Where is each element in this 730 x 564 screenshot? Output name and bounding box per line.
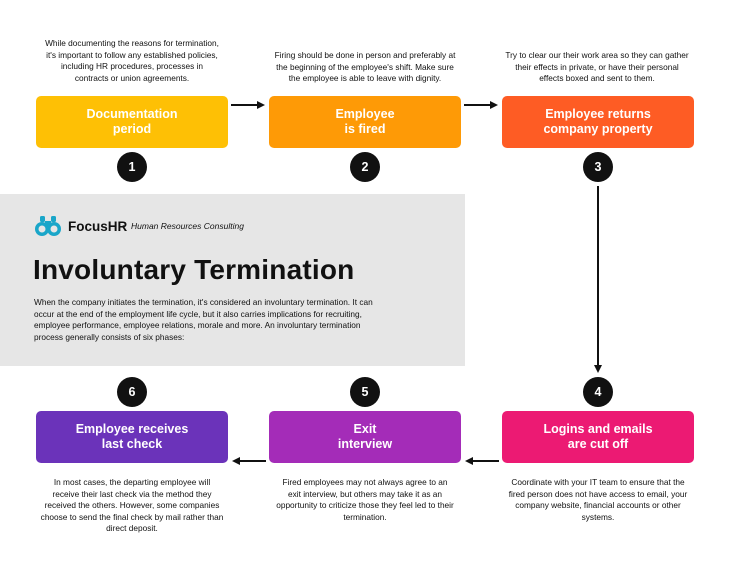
binoculars-icon bbox=[35, 216, 61, 236]
brand-separator: • bbox=[122, 222, 125, 231]
step-3-description: Try to clear our their work area so they… bbox=[505, 50, 689, 84]
step-5-description: Fired employees may not always agree to … bbox=[276, 477, 454, 522]
step-4-label: Logins and emails are cut off bbox=[543, 421, 653, 452]
step-2-description: Firing should be done in person and pref… bbox=[274, 50, 456, 84]
step-2-number: 2 bbox=[350, 152, 380, 182]
step-2-label: Employee is fired bbox=[335, 106, 395, 137]
step-4-box: Logins and emails are cut off bbox=[502, 411, 694, 463]
brand-logo bbox=[34, 215, 62, 237]
page-title: Involuntary Termination bbox=[33, 254, 355, 285]
step-6-box: Employee receives last check bbox=[36, 411, 228, 463]
step-3-box: Employee returns company property bbox=[502, 96, 694, 148]
step-5-number: 5 bbox=[350, 377, 380, 407]
step-5-label: Exit interview bbox=[337, 421, 393, 452]
step-1-number: 1 bbox=[117, 152, 147, 182]
step-6-label: Employee receives last check bbox=[75, 421, 189, 452]
step-1-label: Documentation period bbox=[86, 106, 178, 137]
step-5-box: Exit interview bbox=[269, 411, 461, 463]
step-1-description: While documenting the reasons for termin… bbox=[45, 38, 219, 83]
step-4-description: Coordinate with your IT team to ensure t… bbox=[508, 477, 688, 522]
step-6-number: 6 bbox=[117, 377, 147, 407]
step-3-label: Employee returns company property bbox=[543, 106, 653, 137]
step-4-number: 4 bbox=[583, 377, 613, 407]
brand-name: FocusHR bbox=[68, 219, 128, 234]
intro-text: When the company initiates the terminati… bbox=[34, 297, 373, 343]
step-1-box: Documentation period bbox=[36, 96, 228, 148]
step-2-box: Employee is fired bbox=[269, 96, 461, 148]
brand-tagline: Human Resources Consulting bbox=[131, 221, 244, 231]
step-3-number: 3 bbox=[583, 152, 613, 182]
intro-panel bbox=[0, 194, 465, 366]
step-6-description: In most cases, the departing employee wi… bbox=[40, 477, 224, 534]
